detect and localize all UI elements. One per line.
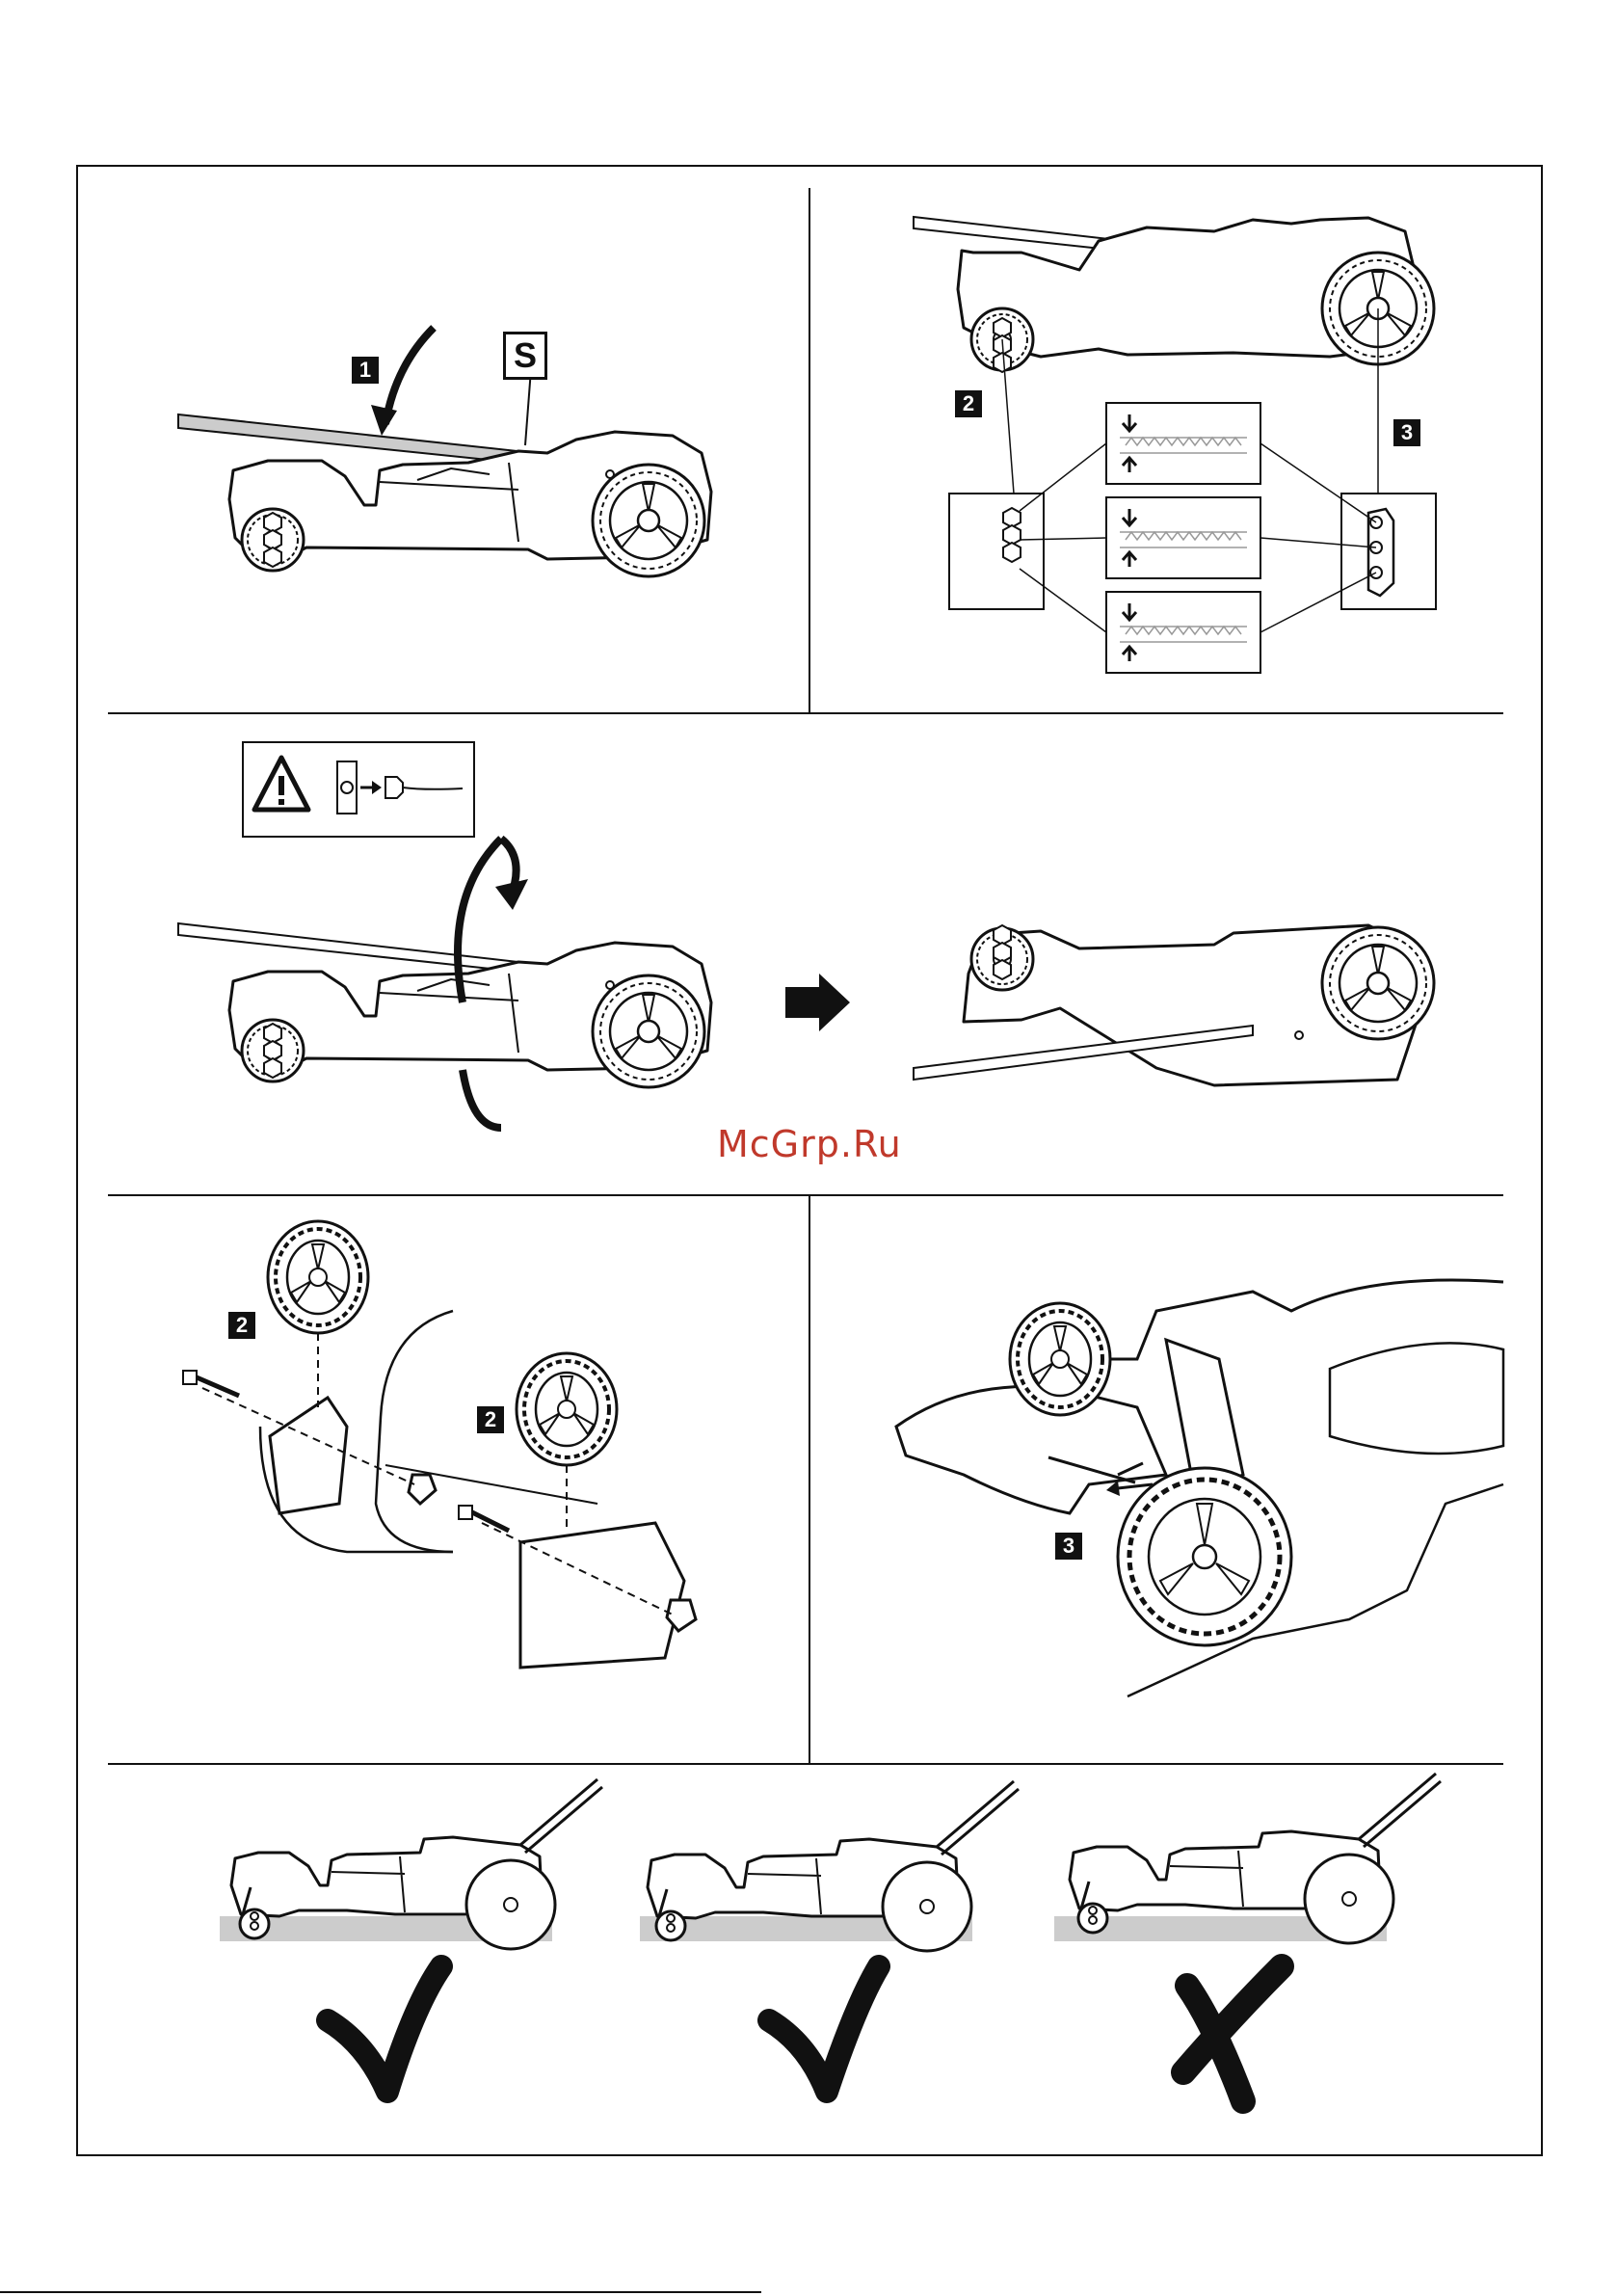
detail-left bbox=[949, 494, 1044, 609]
panel-height-check bbox=[220, 1774, 1441, 2101]
mower-upside-down bbox=[914, 925, 1434, 1085]
watermark: McGrp.Ru bbox=[717, 1123, 902, 1165]
checkmark-icon bbox=[328, 1966, 441, 2092]
step-callout-2: 2 bbox=[228, 1312, 255, 1339]
arrow-right-icon bbox=[785, 974, 850, 1031]
panel-rear-wheel bbox=[896, 1280, 1503, 1696]
s-marker-label: S bbox=[503, 332, 547, 380]
handle-bar bbox=[178, 414, 535, 465]
step-callout-2: 2 bbox=[955, 390, 982, 417]
handle-bar bbox=[178, 923, 535, 974]
panel-turn-over bbox=[178, 742, 1434, 1128]
panel-height-positions bbox=[914, 217, 1436, 673]
step-callout-3: 3 bbox=[1055, 1533, 1082, 1560]
checkmark-icon bbox=[769, 1966, 879, 2092]
panel-front-wheels bbox=[183, 1221, 696, 1668]
step-callout-1: 1 bbox=[352, 357, 379, 384]
rear-wheel-big bbox=[1118, 1468, 1291, 1645]
cross-icon bbox=[1183, 1966, 1282, 2101]
panel-lower-handle bbox=[178, 328, 711, 576]
step-callout-3: 3 bbox=[1393, 419, 1420, 446]
step-callout-2: 2 bbox=[477, 1406, 504, 1433]
